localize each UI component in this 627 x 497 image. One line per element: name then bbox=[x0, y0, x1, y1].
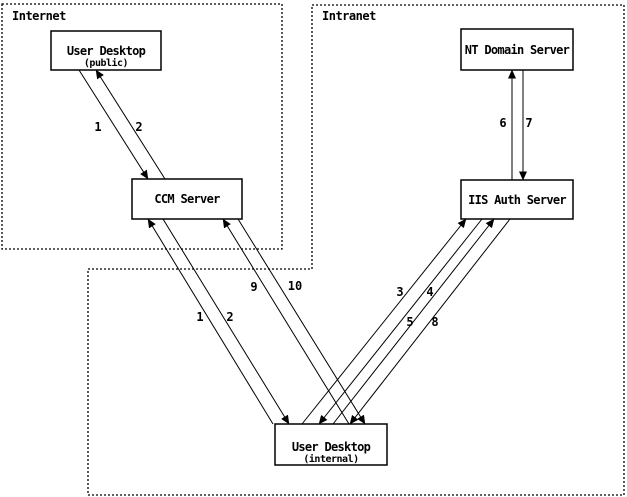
step-label-2-internal: 2 bbox=[226, 310, 233, 324]
step-label-5: 5 bbox=[406, 315, 413, 329]
nt-domain-server-title: NT Domain Server bbox=[465, 43, 570, 57]
node-user-desktop-public: User Desktop (public) bbox=[50, 30, 162, 71]
step-label-10: 10 bbox=[288, 279, 302, 293]
step-label-9: 9 bbox=[250, 280, 257, 294]
intranet-region-border bbox=[87, 4, 625, 496]
node-iis-auth-server: IIS Auth Server bbox=[460, 179, 574, 220]
step-label-1-internal: 1 bbox=[196, 310, 203, 324]
user-desktop-internal-title: User Desktop bbox=[292, 440, 371, 454]
user-desktop-public-box bbox=[50, 30, 162, 71]
iis-auth-server-box bbox=[460, 179, 574, 220]
node-user-desktop-internal: User Desktop (internal) bbox=[274, 423, 388, 466]
nt-domain-server-box bbox=[460, 28, 574, 71]
ccm-server-title: CCM Server bbox=[154, 192, 220, 206]
node-ccm-server: CCM Server bbox=[131, 178, 243, 220]
step-labels: 1 2 1 2 3 4 5 6 7 8 9 10 bbox=[94, 116, 532, 329]
iis-auth-server-title: IIS Auth Server bbox=[468, 193, 566, 207]
arrow-step-8 bbox=[349, 218, 511, 425]
step-label-7: 7 bbox=[525, 116, 532, 130]
step-label-1-public: 1 bbox=[94, 120, 101, 134]
arrow-step-2-internal bbox=[162, 218, 290, 425]
user-desktop-public-title: User Desktop bbox=[67, 44, 146, 58]
user-desktop-internal-box bbox=[274, 423, 388, 466]
step-label-4: 4 bbox=[426, 285, 433, 299]
arrow-step-5 bbox=[332, 218, 495, 425]
arrow-step-3 bbox=[301, 218, 467, 425]
user-desktop-public-subtitle: (public) bbox=[84, 57, 128, 69]
arrow-step-10 bbox=[237, 218, 366, 425]
step-label-6: 6 bbox=[499, 116, 506, 130]
internet-region-border bbox=[1, 3, 283, 250]
node-nt-domain-server: NT Domain Server bbox=[460, 28, 574, 71]
intranet-region-label: Intranet bbox=[322, 9, 376, 23]
arrow-step-1-public bbox=[78, 69, 149, 180]
arrow-step-2-public bbox=[95, 69, 166, 180]
user-desktop-internal-subtitle: (internal) bbox=[303, 453, 358, 465]
step-label-3: 3 bbox=[396, 285, 403, 299]
arrow-step-1-internal bbox=[147, 218, 274, 425]
ccm-server-box bbox=[131, 178, 243, 220]
internet-region-label: Internet bbox=[12, 9, 66, 23]
step-label-8: 8 bbox=[431, 315, 438, 329]
arrow-step-4 bbox=[318, 218, 483, 425]
flow-arrows bbox=[78, 69, 527, 425]
step-label-2-public: 2 bbox=[135, 120, 142, 134]
arrow-step-9 bbox=[222, 218, 350, 425]
